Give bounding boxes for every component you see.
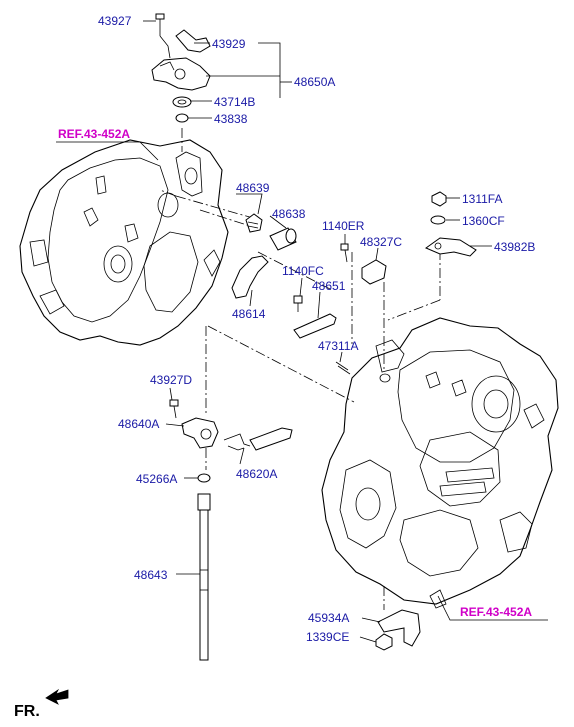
- label-48651[interactable]: 48651: [312, 279, 346, 293]
- label-45266A[interactable]: 45266A: [136, 472, 177, 486]
- label-1140ER[interactable]: 1140ER: [322, 219, 365, 233]
- reference-link-bottom[interactable]: REF.43-452A: [460, 605, 532, 619]
- label-1360CF[interactable]: 1360CF: [462, 214, 505, 228]
- label-1140FC[interactable]: 1140FC: [282, 264, 324, 278]
- part-48651-bracket: [293, 313, 337, 339]
- label-48643[interactable]: 48643: [134, 568, 168, 582]
- part-1360CF-washer: [430, 215, 446, 225]
- front-arrow-icon: [45, 688, 69, 705]
- label-43714B[interactable]: 43714B: [214, 95, 255, 109]
- part-43927D-bolt: [169, 399, 179, 419]
- label-47311A[interactable]: 47311A: [318, 339, 358, 353]
- part-48620A-cable: [223, 427, 293, 451]
- label-43927[interactable]: 43927: [98, 14, 132, 28]
- label-48640A[interactable]: 48640A: [118, 417, 159, 431]
- assembly-dash-lines: [159, 128, 441, 610]
- part-1140ER-bolt: [340, 243, 349, 263]
- part-1140FC-bolt: [293, 295, 303, 312]
- leader-lines: [56, 20, 548, 643]
- part-48640A-lever: [181, 417, 219, 449]
- front-direction-indicator: FR.: [14, 688, 69, 720]
- left-transaxle-case: [19, 139, 229, 346]
- label-48620A[interactable]: 48620A: [236, 467, 277, 481]
- label-43927D[interactable]: 43927D: [150, 373, 192, 387]
- part-48327C-sensor: [361, 259, 387, 285]
- label-1339CE[interactable]: 1339CE: [306, 630, 349, 644]
- label-48327C[interactable]: 48327C: [360, 235, 402, 249]
- part-45266A-seal: [197, 473, 211, 483]
- part-43838-bushing: [175, 113, 189, 123]
- label-48650A[interactable]: 48650A: [294, 75, 335, 89]
- label-48638[interactable]: 48638: [272, 207, 306, 221]
- part-43714B-seal: [172, 96, 192, 108]
- right-transaxle-case: [321, 317, 559, 609]
- part-43927-bolt: [155, 13, 171, 59]
- part-43982B-bracket: [424, 237, 477, 257]
- label-45934A[interactable]: 45934A: [308, 611, 349, 625]
- part-45934A-bracket: [377, 609, 421, 647]
- part-1311FA-nut: [431, 191, 447, 207]
- label-43929[interactable]: 43929: [212, 37, 246, 51]
- part-48643-shaft: [197, 493, 211, 661]
- label-1311FA[interactable]: 1311FA: [462, 192, 502, 206]
- part-47311A-pin: [335, 361, 351, 375]
- part-43929-bracket: [175, 29, 211, 53]
- part-48614-fork: [231, 255, 269, 299]
- label-43838[interactable]: 43838: [214, 112, 248, 126]
- part-48638-pin: [269, 227, 297, 251]
- reference-link-top[interactable]: REF.43-452A: [58, 127, 130, 141]
- label-48639[interactable]: 48639: [236, 181, 270, 195]
- part-48650A-lever: [151, 57, 211, 91]
- part-1339CE-nut: [375, 633, 393, 651]
- label-48614[interactable]: 48614: [232, 307, 266, 321]
- fr-label: FR.: [14, 703, 40, 720]
- part-48639-spring: [245, 213, 263, 233]
- part-labels: 43927 43929 48650A 43714B 43838 REF.43-4…: [58, 14, 535, 644]
- label-43982B[interactable]: 43982B: [494, 240, 535, 254]
